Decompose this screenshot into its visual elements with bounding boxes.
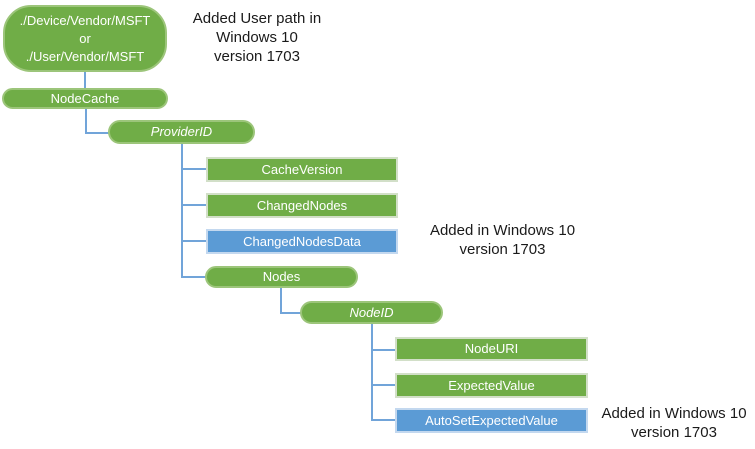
connector-nodes-nodeid-horizontal bbox=[280, 312, 301, 314]
annotation-autosetexpectedvalue: Added in Windows 10 version 1703 bbox=[601, 405, 747, 441]
annotation-user-path: Added User path in Windows 10 version 17… bbox=[192, 10, 322, 65]
node-root-path: ./Device/Vendor/MSFT or ./User/Vendor/MS… bbox=[3, 5, 167, 72]
node-expectedvalue: ExpectedValue bbox=[395, 373, 588, 398]
connector-branch-expectedvalue bbox=[371, 384, 396, 386]
connector-nodeid-trunk bbox=[371, 323, 373, 421]
connector-branch-nodes bbox=[181, 276, 206, 278]
node-autosetexpectedvalue: AutoSetExpectedValue bbox=[395, 408, 588, 433]
node-cacheversion: CacheVersion bbox=[206, 157, 398, 182]
node-changednodesdata: ChangedNodesData bbox=[206, 229, 398, 254]
annotation-changednodesdata: Added in Windows 10 version 1703 bbox=[429, 222, 576, 258]
connector-nodes-nodeid-vertical bbox=[280, 287, 282, 314]
node-nodeuri: NodeURI bbox=[395, 337, 588, 361]
node-nodeid: NodeID bbox=[300, 301, 443, 324]
connector-branch-cacheversion bbox=[181, 168, 207, 170]
connector-nodecache-providerid-horizontal bbox=[85, 132, 109, 134]
connector-branch-autosetexpectedvalue bbox=[371, 419, 396, 421]
connector-branch-nodeuri bbox=[371, 349, 396, 351]
node-nodes: Nodes bbox=[205, 266, 358, 288]
node-changednodes: ChangedNodes bbox=[206, 193, 398, 218]
connector-branch-changednodesdata bbox=[181, 240, 207, 242]
connector-root-nodecache bbox=[84, 71, 86, 89]
node-nodecache: NodeCache bbox=[2, 88, 168, 109]
connector-branch-changednodes bbox=[181, 204, 207, 206]
connector-nodecache-providerid-vertical bbox=[85, 108, 87, 134]
connector-providerid-trunk bbox=[181, 143, 183, 278]
node-providerid: ProviderID bbox=[108, 120, 255, 144]
